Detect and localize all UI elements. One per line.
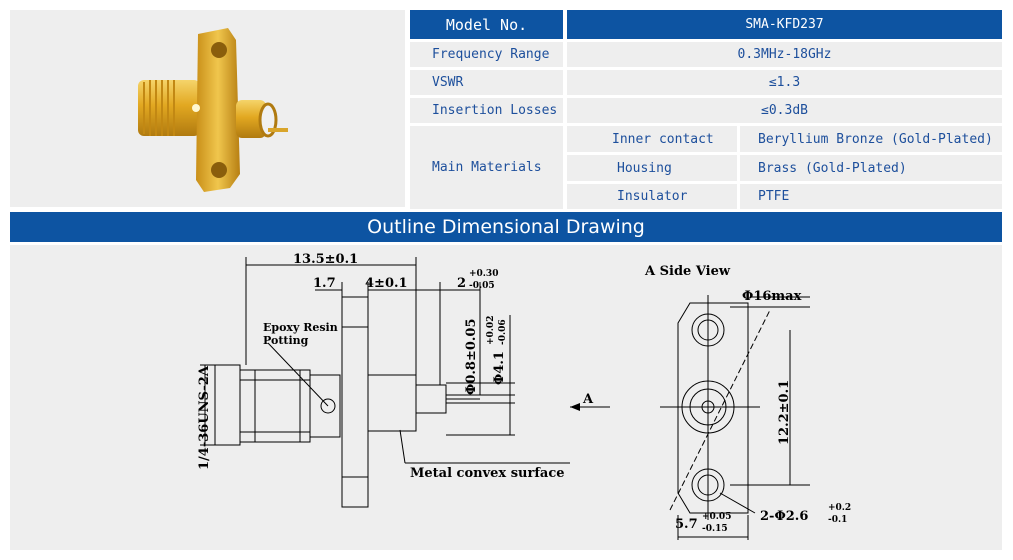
dim-holes-tol-lower: -0.1 [828, 515, 847, 525]
housing-value: Brass (Gold-Plated) [740, 155, 1002, 181]
drawing-canvas: 13.5±0.1 1.7 4±0.1 2 +0.30 -0.05 Epoxy R… [197, 252, 851, 540]
dim-body-length: 4±0.1 [365, 276, 408, 291]
insulator-value: PTFE [740, 184, 1002, 209]
inner-contact-value: Beryllium Bronze (Gold-Plated) [740, 126, 1002, 152]
housing-label: Housing [567, 155, 737, 181]
dim-width-tol-lower: -0.15 [702, 524, 728, 534]
label-metal-convex-surface: Metal convex surface [410, 466, 565, 481]
dim-pin-length-tol-lower: -0.05 [469, 281, 495, 291]
dim-insulator-tol-upper: +0.02 [486, 316, 496, 345]
dim-thread: 1/4-36UNS-2A [197, 365, 212, 470]
product-photo [10, 10, 405, 207]
dim-holes: 2-Φ2.6 [760, 509, 808, 524]
dim-hole-spacing: 12.2±0.1 [777, 380, 792, 445]
dim-width: 5.7 [675, 517, 698, 532]
insulator-label: Insulator [567, 184, 737, 209]
dim-width-tol-upper: +0.05 [702, 512, 731, 522]
dimensional-drawing: 13.5±0.1 1.7 4±0.1 2 +0.30 -0.05 Epoxy R… [10, 245, 1002, 550]
frequency-value: 0.3MHz-18GHz [567, 42, 1002, 67]
vswr-value: ≤1.3 [567, 70, 1002, 95]
dim-max-diameter: Φ16max [742, 289, 802, 304]
inner-contact-label: Inner contact [567, 126, 737, 152]
materials-label: Main Materials [410, 126, 563, 209]
dim-holes-tol-upper: +0.2 [828, 503, 851, 513]
dim-overall-length: 13.5±0.1 [293, 252, 358, 267]
insertion-loss-label: Insertion Losses [410, 98, 563, 123]
side-view-title: A Side View [644, 264, 731, 279]
dim-insulator-tol-lower: -0.06 [498, 319, 508, 345]
label-epoxy-resin: Epoxy Resin [263, 321, 338, 334]
frequency-label: Frequency Range [410, 42, 563, 67]
dim-pin-length-tol-upper: +0.30 [469, 269, 498, 279]
connector-image [138, 28, 288, 192]
model-value: SMA-KFD237 [567, 10, 1002, 39]
dim-pin-length: 2 [457, 276, 466, 291]
vswr-label: VSWR [410, 70, 563, 95]
section-title: Outline Dimensional Drawing [10, 212, 1002, 242]
insertion-loss-value: ≤0.3dB [567, 98, 1002, 123]
label-potting: Potting [263, 334, 309, 347]
dim-insulator-diameter: Φ4.1 [492, 351, 507, 385]
dim-pin-diameter: Φ0.8±0.05 [464, 319, 479, 396]
model-label: Model No. [410, 10, 563, 39]
view-arrow-label: A [582, 392, 594, 407]
dim-flange-thickness: 1.7 [313, 276, 336, 291]
